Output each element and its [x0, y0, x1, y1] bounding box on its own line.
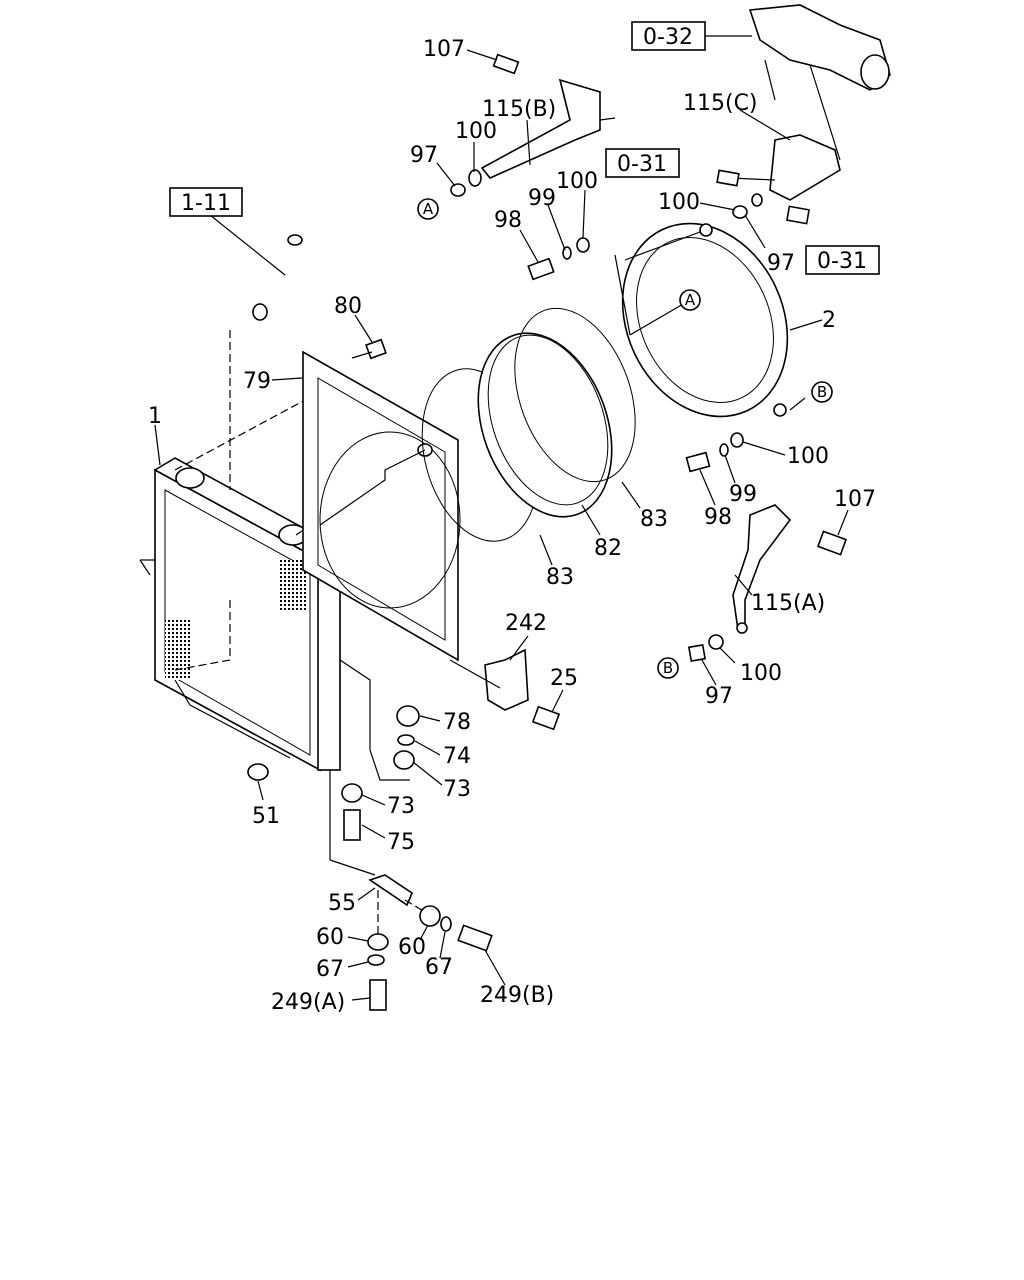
label-1: 1	[148, 404, 162, 429]
label-100-lower: 100	[740, 661, 782, 686]
label-100-right: 100	[658, 190, 700, 215]
label-100-ring: 100	[787, 444, 829, 469]
upper-hose	[252, 234, 303, 321]
label-74: 74	[443, 744, 471, 769]
callout-a-ring: A	[685, 291, 696, 309]
label-107-lower: 107	[834, 487, 876, 512]
label-25: 25	[550, 666, 578, 691]
label-115b: 115(B)	[482, 97, 556, 122]
label-80: 80	[334, 294, 362, 319]
label-242: 242	[505, 611, 547, 636]
label-73-right: 73	[443, 777, 471, 802]
label-75: 75	[387, 830, 415, 855]
label-78: 78	[443, 710, 471, 735]
label-107-top: 107	[423, 37, 465, 62]
ref-0-31-lower: 0-31	[817, 249, 867, 274]
label-249a: 249(A)	[271, 990, 345, 1015]
label-98-upper: 98	[494, 208, 522, 233]
label-249b: 249(B)	[480, 983, 554, 1008]
label-100-mid: 100	[556, 169, 598, 194]
label-60-right: 60	[398, 935, 426, 960]
callout-a-upper: A	[423, 200, 434, 218]
bracket-242	[484, 648, 561, 731]
label-100-top: 100	[455, 119, 497, 144]
label-98-lower: 98	[704, 505, 732, 530]
fan-shroud	[302, 350, 461, 662]
label-51: 51	[252, 804, 280, 829]
fan-rings	[421, 307, 636, 542]
ref-0-31-upper: 0-31	[617, 152, 667, 177]
label-67-right: 67	[425, 955, 453, 980]
ref-1-11: 1-11	[181, 191, 231, 216]
thermostat-housing	[748, 4, 891, 161]
bracket-115a	[732, 504, 792, 634]
label-83-lower: 83	[546, 565, 574, 590]
fan-guard-ring	[621, 222, 789, 418]
callout-b-lower: B	[663, 659, 673, 677]
ref-0-32: 0-32	[643, 25, 693, 50]
label-97-lower: 97	[705, 684, 733, 709]
bracket-115b	[480, 78, 616, 179]
label-82: 82	[594, 536, 622, 561]
label-97-top: 97	[410, 143, 438, 168]
label-115a: 115(A)	[751, 591, 825, 616]
label-79: 79	[243, 369, 271, 394]
label-2: 2	[822, 308, 836, 333]
label-115c: 115(C)	[683, 91, 758, 116]
label-97-right: 97	[767, 251, 795, 276]
callout-b-ring: B	[817, 383, 827, 401]
label-55: 55	[328, 891, 356, 916]
label-83-upper: 83	[640, 507, 668, 532]
label-67-left: 67	[316, 957, 344, 982]
label-99-lower: 99	[729, 482, 757, 507]
label-60-left: 60	[316, 925, 344, 950]
label-73-left: 73	[387, 794, 415, 819]
label-99-upper: 99	[528, 186, 556, 211]
bolt-80	[351, 338, 387, 360]
bracket-115c	[729, 134, 841, 201]
